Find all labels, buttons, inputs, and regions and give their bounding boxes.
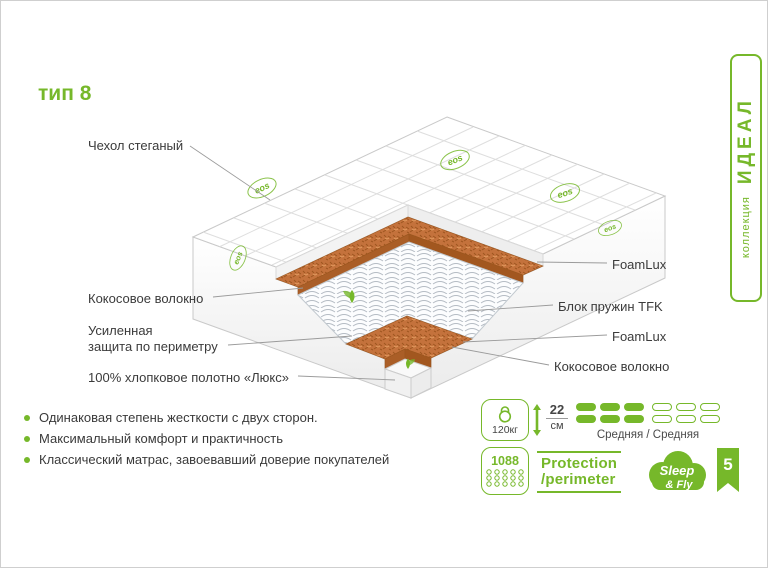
feature-item: Одинаковая степень жесткости с двух стор… — [24, 410, 389, 425]
bullet-icon — [24, 414, 30, 421]
bullet-icon — [24, 456, 30, 463]
firmness-bar — [624, 415, 644, 423]
svg-text:eos: eos — [556, 186, 574, 200]
firmness-bar — [600, 403, 620, 411]
feature-text: Максимальный комфорт и практичность — [39, 431, 283, 446]
callout-spring-block: Блок пружин TFK — [558, 299, 663, 314]
callout-foamlux-bottom: FoamLux — [612, 329, 667, 344]
height-divider — [546, 418, 568, 419]
protection-line2: /perimeter — [541, 471, 616, 488]
callout-perimeter-line2: защита по периметру — [88, 339, 218, 354]
springs-count-value: 1088 — [491, 453, 519, 468]
brand-line1: Sleep — [660, 463, 695, 478]
protection-line1: Protection — [541, 455, 618, 472]
feature-item: Классический матрас, завоевавший доверие… — [24, 452, 389, 467]
warranty-ribbon-badge: 5 — [717, 448, 739, 492]
callout-coco-right: Кокосовое волокно — [554, 359, 670, 374]
springs-pattern-icon — [486, 468, 524, 487]
bullet-icon — [24, 435, 30, 442]
collection-banner-text: коллекция ИДЕАЛ — [735, 97, 757, 258]
leaf-sprout-icon — [343, 290, 416, 369]
coco-top-layer — [275, 216, 544, 296]
feature-list: Одинаковая степень жесткости с двух стор… — [24, 410, 389, 473]
callout-cotton: 100% хлопковое полотно «Люкс» — [88, 370, 289, 385]
firmness-bar — [576, 415, 596, 423]
height-arrow-icon — [533, 404, 541, 436]
firmness-bar — [676, 403, 696, 411]
svg-text:eos: eos — [253, 180, 271, 196]
sleep-and-fly-logo: Sleep & Fly — [649, 451, 706, 491]
protection-perimeter-badge: Protection /perimeter — [537, 451, 622, 493]
callout-perimeter-line1: Усиленная — [88, 323, 153, 338]
firmness-scale-side2 — [652, 403, 720, 423]
collection-banner: коллекция ИДЕАЛ — [730, 54, 762, 302]
firmness-caption: Средняя / Средняя — [596, 429, 700, 441]
feature-item: Максимальный комфорт и практичность — [24, 431, 389, 446]
firmness-bar — [600, 415, 620, 423]
feature-text: Классический матрас, завоевавший доверие… — [39, 452, 390, 467]
firmness-bar — [676, 415, 696, 423]
callout-coco-left: Кокосовое волокно — [88, 291, 204, 306]
max-weight-badge: 120кг — [481, 399, 529, 441]
springs-count-badge: 1088 — [481, 447, 529, 495]
page-title: тип 8 — [38, 82, 92, 105]
collection-name: ИДЕАЛ — [735, 97, 756, 185]
firmness-bar — [576, 403, 596, 411]
kettlebell-icon — [498, 405, 512, 423]
firmness-bar — [624, 403, 644, 411]
firmness-scale-side1 — [576, 403, 644, 423]
eos-logo: eos eos eos eos eos — [229, 149, 622, 271]
firmness-bar — [652, 415, 672, 423]
warranty-years: 5 — [723, 455, 732, 474]
firmness-bar — [700, 403, 720, 411]
callout-cover: Чехол стеганый — [88, 138, 184, 153]
svg-text:eos: eos — [603, 222, 618, 235]
feature-text: Одинаковая степень жесткости с двух стор… — [39, 410, 318, 425]
max-weight-value: 120кг — [492, 423, 518, 436]
height-unit: см — [550, 420, 564, 432]
firmness-bar — [652, 403, 672, 411]
callout-foamlux-top: FoamLux — [612, 257, 667, 272]
leader-lines — [189, 145, 608, 381]
base-layer — [383, 358, 433, 399]
mattress-height: 22 см — [544, 402, 570, 432]
height-value: 22 — [549, 402, 565, 417]
brand-line2: & Fly — [666, 479, 694, 491]
firmness-bar — [700, 415, 720, 423]
collection-label: коллекция — [740, 196, 752, 259]
callout-perimeter: Усиленная защита по периметру — [88, 323, 218, 355]
